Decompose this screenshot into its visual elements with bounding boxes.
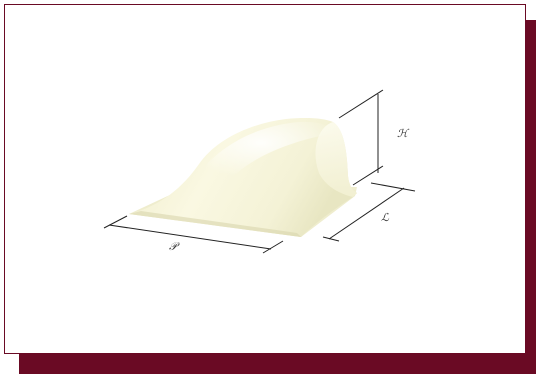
profile-dimension <box>103 215 284 254</box>
shape-highlight <box>201 121 335 182</box>
shape-end-face <box>315 122 357 197</box>
figure-frame: ℋ ℒ 𝒫 <box>4 4 526 354</box>
shape-diagram: ℋ ℒ 𝒫 <box>103 89 416 254</box>
profile-label: 𝒫 <box>169 240 180 253</box>
height-label: ℋ <box>397 127 410 140</box>
shape-body <box>129 118 357 237</box>
height-dimension <box>338 89 384 186</box>
shape-front-shade <box>129 211 301 237</box>
length-label: ℒ <box>381 211 390 224</box>
length-dimension <box>322 182 416 242</box>
